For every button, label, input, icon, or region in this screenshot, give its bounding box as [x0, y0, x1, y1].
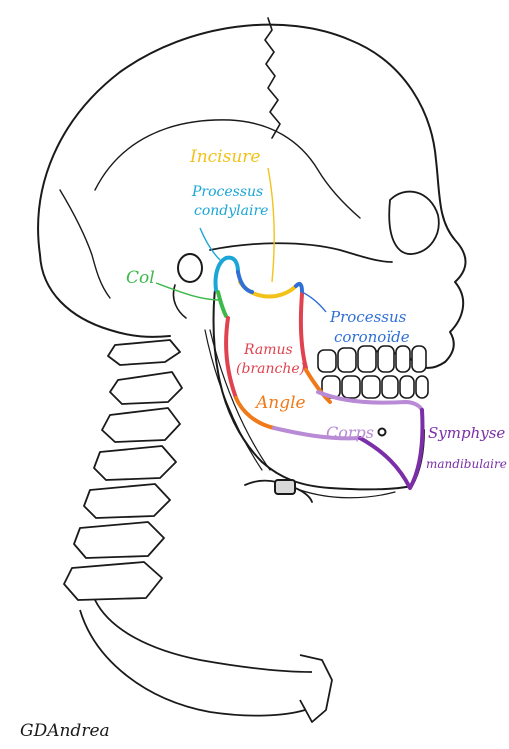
label-processus-coronoide-line1: Processus	[329, 308, 407, 326]
tooth	[338, 348, 356, 372]
incisure-leader	[268, 168, 274, 282]
signature: GDAndrea	[20, 721, 110, 741]
external-auditory-meatus	[178, 254, 202, 282]
symphyse-highlight	[360, 410, 423, 488]
label-processus-condylaire-line1: Processus	[191, 184, 263, 200]
vertebra-c5	[84, 484, 170, 518]
vertebra-c6	[74, 522, 164, 558]
tooth	[416, 376, 428, 398]
col-highlight	[218, 292, 226, 316]
coronoide-leader	[302, 292, 326, 312]
vertebra-c3	[102, 408, 180, 442]
vertebra-c2	[110, 372, 182, 404]
labels: Incisure Processus condylaire Col Proces…	[20, 147, 507, 741]
tooth	[362, 376, 380, 398]
orbit-outline	[389, 192, 439, 254]
sternum-head	[300, 655, 332, 722]
label-angle: Angle	[254, 393, 306, 413]
tooth	[378, 346, 394, 372]
label-corps: Corps	[326, 423, 374, 442]
label-symphyse-line2: mandibulaire	[426, 457, 507, 471]
tooth	[396, 346, 410, 372]
tooth	[400, 376, 414, 398]
vertebra-c1	[108, 340, 180, 365]
rib	[80, 610, 305, 716]
muscle-fiber	[300, 490, 395, 498]
col-leader	[156, 283, 220, 300]
lambdoid-suture	[60, 190, 110, 298]
mental-foramen	[379, 429, 386, 436]
tooth	[412, 346, 426, 372]
coronal-suture	[265, 18, 280, 138]
teeth	[318, 346, 428, 398]
zygomatic-arch	[210, 243, 392, 262]
label-col: Col	[126, 268, 155, 288]
vertebra-c4	[94, 446, 176, 480]
label-ramus-line1: Ramus	[243, 342, 293, 358]
tooth	[318, 350, 336, 372]
label-incisure: Incisure	[189, 147, 260, 167]
label-symphyse-line1: Symphyse	[428, 424, 505, 442]
tooth	[342, 376, 360, 398]
vertebra-c7	[64, 562, 162, 600]
tooth	[358, 346, 376, 372]
condylaire-leader	[200, 228, 220, 260]
tooth	[382, 376, 398, 398]
clavicle	[95, 600, 312, 672]
label-processus-coronoide-line2: coronoïde	[334, 328, 410, 346]
processus-condylaire-highlight	[215, 258, 238, 290]
label-ramus-line2: (branche)	[236, 361, 305, 377]
hyoid-body	[275, 480, 295, 494]
label-processus-condylaire-line2: condylaire	[194, 203, 268, 219]
